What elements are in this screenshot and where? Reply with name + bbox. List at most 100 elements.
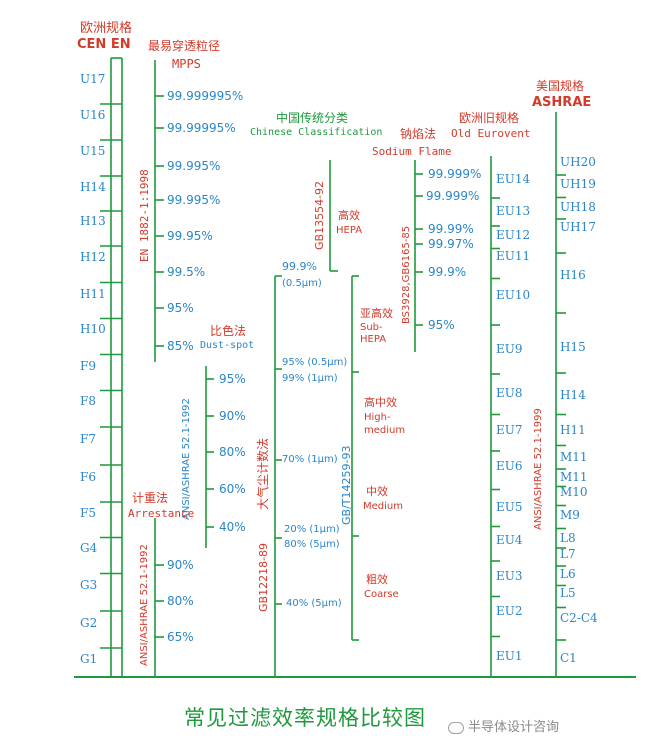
eu-classe-label: EU10 [496,288,531,302]
eu-classe-label: EU8 [496,386,523,400]
mpps-header-en: MPPS [172,57,201,71]
cen-classe-label: G1 [80,652,98,666]
cen-header-en: CEN EN [77,37,131,52]
ashrae-classe-label: M9 [560,508,580,522]
ashrae-classe-label: UH17 [560,220,596,234]
eu-classe-label: EU2 [496,604,523,618]
sodium-header-cn: 钠焰法 [400,127,437,141]
ashrae-classe-label: H15 [560,340,586,354]
cen-classe-label: H14 [80,180,106,194]
arrestance-header-cn: 计重法 [132,491,169,505]
cen-classe-label: F7 [80,432,96,446]
sodium-value-label: 99.999% [428,167,482,181]
mpps-standard: EN 1882-1:1998 [138,169,151,262]
gbt14259-standard: GB/T14259-93 [340,445,353,525]
cen-classe-label: U15 [80,144,106,158]
chinese-20: 20% (1μm) [284,524,340,535]
medium-en: Medium [363,501,403,512]
ashrae-header-cn: 美国规格 [536,79,585,93]
wechat-icon [448,721,464,734]
mpps-value-label: 99.995% [167,159,221,173]
coarse-en: Coarse [364,589,399,600]
ashrae-classe-label: L7 [560,547,576,561]
chinese-80: 80% (5μm) [284,539,340,550]
arrestance-header-en: Arrestance [128,507,195,520]
eu-classe-label: EU5 [496,500,523,514]
eu-classe-label: EU6 [496,459,523,473]
eu-classe-label: EU12 [496,228,531,242]
gb13554-standard: GB13554-92 [313,180,326,250]
ashrae-classe-label: UH19 [560,177,596,191]
mpps-value-label: 99.99995% [167,121,236,135]
eurovent-header-en: Old Eurovent [451,127,531,140]
dustspot-header-en: Dust-spot [200,340,255,351]
sodium-value-label: 99.999% [426,189,480,203]
cen-classe-label: F8 [80,394,96,408]
ashrae-classe-label: C2-C4 [560,611,598,625]
ashrae-classe-label: H11 [560,423,586,437]
ashrae-classe-label: L6 [560,567,576,581]
eu-classe-label: EU9 [496,342,523,356]
eu-classe-label: EU13 [496,204,531,218]
diagram-title: 常见过滤效率规格比较图 [184,706,426,730]
arr-value-label: 80% [167,594,194,608]
dust-value-label: 80% [219,445,246,459]
cen-classe-label: H13 [80,214,106,228]
highmedium-en1: High- [364,412,391,423]
eu-classe-label: EU11 [496,249,531,263]
sodium-header-en: Sodium Flame [372,145,452,158]
sodium-value-label: 99.97% [428,237,474,251]
subhepa-en1: Sub- [360,322,383,333]
mpps-value-label: 95% [167,301,194,315]
cen-classe-label: F5 [80,506,96,520]
chinese-40: 40% (5μm) [286,598,342,609]
chinese-999-size: (0.5μm) [282,278,322,289]
ashrae-standard: ANSI/ASHRAE 52.1-1999 [533,408,544,530]
ashrae-classe-label: H16 [560,268,586,282]
ashrae-classe-label: UH18 [560,200,596,214]
ashrae-header-en: ASHRAE [532,95,592,110]
cen-classe-label: U16 [80,108,106,122]
dust-value-label: 60% [219,482,246,496]
cen-header-cn: 欧洲规格 [80,21,133,36]
sodium-value-label: 95% [428,318,455,332]
cen-classe-label: G3 [80,578,98,592]
sodium-value-label: 99.9% [428,265,467,279]
ashrae-classe-label: L5 [560,586,576,600]
coarse-cn: 粗效 [366,573,388,586]
cen-classe-label: H10 [80,322,106,336]
eu-classe-label: EU14 [496,172,531,186]
sodium-standard: BS3928,GB6165-85 [401,225,412,324]
cen-classe-label: G4 [80,541,98,555]
watermark-text: 半导体设计咨询 [468,720,560,735]
subhepa-en2: HEPA [360,334,387,345]
ashrae-classe-label: M11 [560,450,588,464]
chinese-999: 99.9% [282,260,317,273]
mpps-value-label: 99.999995% [167,89,244,103]
dust-value-label: 40% [219,520,246,534]
sodium-value-label: 99.99% [428,222,474,236]
eu-classe-label: EU7 [496,423,523,437]
arrestance-standard: ANSI/ASHRAE 52.1-1992 [139,544,150,666]
eu-classe-label: EU1 [496,649,523,663]
cen-classe-label: F9 [80,359,96,373]
ashrae-classe-label: H14 [560,388,586,402]
gb12218-standard: GB12218-89 [257,542,270,612]
mpps-value-label: 99.95% [167,229,213,243]
cen-classe-label: F6 [80,470,96,484]
ashrae-classe-label: M11 [560,470,588,484]
hepa-en: HEPA [336,225,363,236]
arr-value-label: 65% [167,630,194,644]
hepa-cn: 高效 [338,209,360,222]
ashrae-classe-label: C1 [560,651,577,665]
ashrae-classe-label: UH20 [560,155,596,169]
cen-classe-label: H11 [80,287,106,301]
highmedium-en2: medium [364,425,406,436]
chinese-70: 70% (1μm) [282,454,338,465]
cen-classe-label: H12 [80,250,106,264]
mpps-header-cn: 最易穿透粒径 [148,39,221,53]
dustspot-standard: ANSI/ASHRAE 52.1-1992 [181,398,192,520]
dust-value-label: 90% [219,409,246,423]
